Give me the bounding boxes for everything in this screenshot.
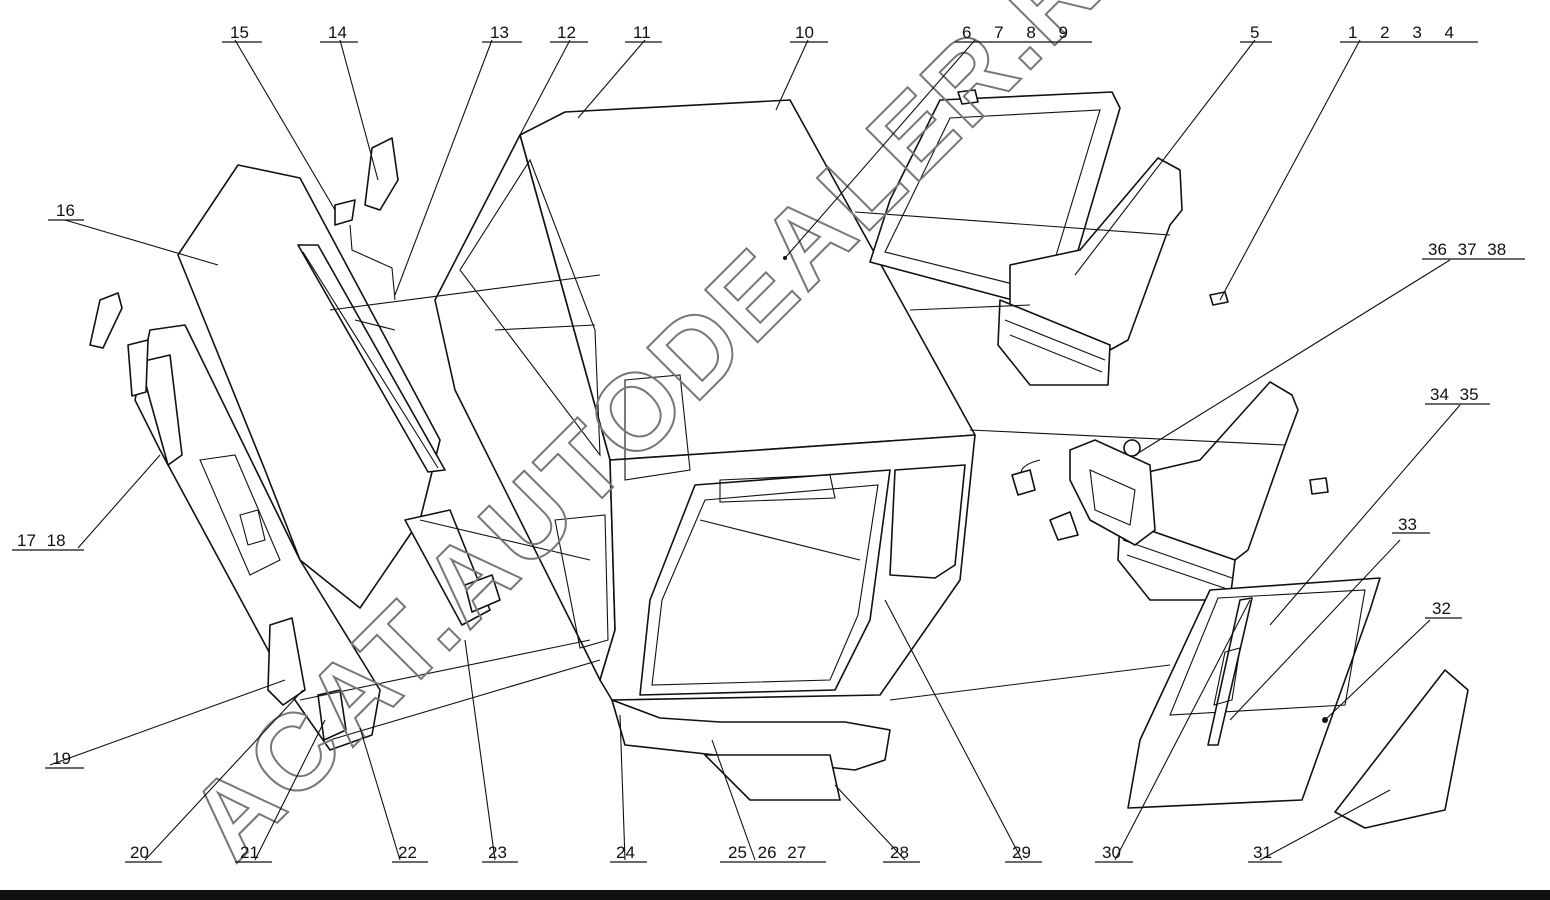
- callout-25-26-27: 25 26 27: [720, 843, 826, 863]
- callout-29: 29: [1005, 843, 1042, 863]
- callout-36-37-38: 36 37 38: [1422, 240, 1525, 260]
- mirror-assembly: [334, 137, 399, 301]
- callout-label: 32: [1432, 599, 1451, 618]
- callout-24: 24: [610, 843, 647, 863]
- callout-23: 23: [482, 843, 518, 863]
- callout-label: 34 35: [1430, 385, 1479, 404]
- callout-label: 19: [52, 749, 71, 768]
- assembly-lines: [299, 211, 1286, 741]
- callout-label: 22: [398, 843, 417, 862]
- leader-lines: [49, 39, 1461, 861]
- callout-label: 11: [633, 23, 651, 42]
- callout-19: 19: [45, 749, 84, 769]
- callout-1-2-3-4: 1 2 3 4: [1340, 23, 1478, 43]
- side-latch-small: [89, 292, 123, 349]
- callout-label: 10: [795, 23, 814, 42]
- callout-12: 12: [550, 23, 588, 43]
- callout-21: 21: [235, 843, 272, 863]
- callout-label: 20: [130, 843, 149, 862]
- callout-label: 21: [240, 843, 259, 862]
- callout-label: 6 7 8 9: [962, 23, 1068, 42]
- callout-20: 20: [125, 843, 162, 863]
- callout-label: 25 26 27: [728, 843, 806, 862]
- callout-33: 33: [1392, 515, 1430, 534]
- callout-label: 12: [557, 23, 576, 42]
- side-window-strip: [404, 509, 501, 626]
- rear-frame-panel: [134, 324, 381, 751]
- cab-door: [1127, 577, 1381, 809]
- callout-5: 5: [1240, 23, 1272, 43]
- callout-31: 31: [1248, 843, 1282, 863]
- callout-6-7-8-9: 6 7 8 9: [955, 23, 1092, 43]
- callout-label: 31: [1253, 843, 1272, 862]
- callout-30: 30: [1095, 843, 1133, 863]
- clip-part: [1209, 291, 1229, 306]
- callout-label: 23: [488, 843, 507, 862]
- callout-label: 17 18: [17, 531, 66, 550]
- callout-label: 5: [1250, 23, 1259, 42]
- rear-glass-strip: [297, 244, 446, 473]
- callout-label: 29: [1012, 843, 1031, 862]
- callout-16: 16: [48, 201, 84, 221]
- callout-14: 14: [320, 23, 358, 43]
- callout-label: 24: [616, 843, 635, 862]
- bottom-border: [0, 890, 1550, 900]
- side-handle: [127, 339, 183, 466]
- callout-11: 11: [625, 23, 662, 43]
- cab-body: [434, 99, 976, 801]
- callout-17-18: 17 18: [12, 531, 84, 551]
- callout-28: 28: [883, 843, 920, 863]
- seat-lower: [1117, 381, 1299, 601]
- callout-label: 33: [1398, 515, 1417, 534]
- callout-label: 16: [56, 201, 75, 220]
- callout-label: 30: [1102, 843, 1121, 862]
- joystick-console: [1011, 439, 1156, 546]
- knob-part: [1309, 477, 1329, 495]
- callout-label: 15: [230, 23, 249, 42]
- door-glass: [1334, 669, 1469, 829]
- callout-label: 1 2 3 4: [1348, 23, 1454, 42]
- callout-10: 10: [790, 23, 828, 43]
- callout-label: 28: [890, 843, 909, 862]
- callout-label: 36 37 38: [1428, 240, 1506, 259]
- callout-label: 14: [328, 23, 347, 42]
- callout-15: 15: [222, 23, 262, 43]
- callout-label: 13: [490, 23, 509, 42]
- callout-13: 13: [482, 23, 522, 43]
- seat-upper: [997, 157, 1183, 386]
- callout-22: 22: [392, 843, 428, 863]
- callout-34-35: 34 35: [1425, 385, 1490, 405]
- callout-32: 32: [1425, 599, 1462, 619]
